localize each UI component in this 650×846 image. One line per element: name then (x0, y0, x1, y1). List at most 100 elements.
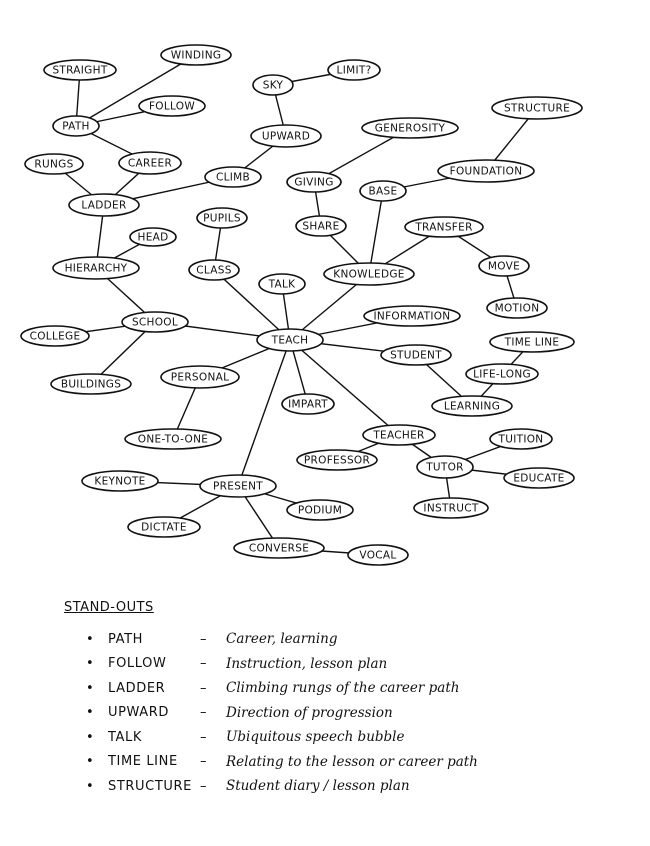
node-bubble (431, 395, 513, 417)
standout-term: STRUCTURE (108, 778, 192, 794)
node-label: GIVING (294, 177, 333, 189)
node-label: TIME LINE (504, 337, 560, 349)
node-bubble (129, 227, 177, 247)
standout-item-talk: • TALK – Ubiquitous speech bubble (86, 725, 624, 750)
node-giving: GIVING (286, 171, 342, 193)
node-bubble (81, 470, 159, 492)
standout-term: PATH (108, 631, 144, 647)
standouts-list: • PATH – Career, learning • FOLLOW – Ins… (64, 627, 624, 799)
node-label: SKY (263, 80, 284, 92)
node-label: TRANSFER (414, 222, 472, 234)
node-label: PATH (62, 121, 90, 133)
node-bubble (252, 74, 294, 96)
node-teacher: TEACHER (362, 424, 436, 446)
standout-term: TALK (108, 729, 142, 745)
connection-teach-present (237, 339, 291, 487)
standouts-title: STAND-OUTS (64, 600, 154, 615)
node-buildings: BUILDINGS (50, 373, 132, 395)
node-label: WINDING (171, 50, 222, 62)
node-label: TUITION (498, 434, 544, 446)
bullet-icon: • (86, 705, 94, 721)
node-bubble (127, 516, 201, 538)
node-bubble (380, 344, 452, 366)
node-label: HIERARCHY (65, 263, 128, 275)
dash: – (200, 729, 207, 745)
node-timeline: TIME LINE (489, 331, 575, 353)
node-instruct: INSTRUCT (413, 497, 489, 519)
node-label: TALK (268, 279, 297, 291)
standout-term: FOLLOW (108, 656, 167, 672)
node-bubble (24, 153, 84, 175)
node-bubble (413, 497, 489, 519)
node-transfer: TRANSFER (404, 216, 484, 238)
node-label: RUNGS (34, 159, 73, 171)
node-educate: EDUCATE (503, 467, 575, 489)
bullet-icon: • (86, 754, 94, 770)
node-label: BUILDINGS (61, 379, 121, 391)
node-present: PRESENT (199, 474, 277, 498)
node-bubble (295, 215, 347, 237)
node-head: HEAD (129, 227, 177, 247)
node-label: HEAD (138, 232, 169, 244)
node-label: CAREER (128, 158, 172, 170)
node-climb: CLIMB (204, 166, 262, 188)
node-label: STUDENT (390, 350, 442, 362)
node-bubble (50, 373, 132, 395)
node-bubble (52, 115, 100, 137)
node-label: SCHOOL (132, 317, 178, 329)
node-bubble (118, 151, 182, 175)
node-label: KEYNOTE (94, 476, 145, 488)
node-generosity: GENEROSITY (361, 117, 459, 139)
node-bubble (233, 537, 325, 559)
node-bubble (258, 273, 306, 295)
node-label: MOTION (495, 303, 540, 315)
standout-item-time-line: • TIME LINE – Relating to the lesson or … (86, 750, 624, 775)
node-upward: UPWARD (250, 124, 322, 148)
dash: – (200, 656, 207, 672)
node-bubble (362, 424, 436, 446)
node-label: PODIUM (298, 505, 342, 517)
node-limit: LIMIT? (327, 59, 381, 81)
node-bubble (465, 363, 539, 385)
node-label: TUTOR (425, 462, 464, 474)
node-bubble (489, 331, 575, 353)
standout-description: Instruction, lesson plan (226, 655, 388, 672)
node-bubble (286, 171, 342, 193)
node-label: PERSONAL (171, 372, 229, 384)
node-personal: PERSONAL (160, 365, 240, 389)
node-label: VOCAL (359, 550, 396, 562)
node-label: ONE-TO-ONE (138, 434, 208, 446)
node-career: CAREER (118, 151, 182, 175)
standout-description: Direction of progression (226, 704, 393, 721)
node-label: PRESENT (213, 481, 263, 493)
standout-description: Student diary / lesson plan (226, 778, 410, 795)
node-bubble (437, 159, 535, 183)
node-move: MOVE (478, 255, 530, 277)
node-label: MOVE (488, 261, 520, 273)
node-label: LIMIT? (337, 65, 372, 77)
bullet-icon: • (86, 631, 94, 647)
connection-teach-teacher (289, 339, 400, 436)
node-label: FOLLOW (149, 101, 195, 113)
node-talk: TALK (258, 273, 306, 295)
standout-description: Career, learning (226, 631, 338, 648)
node-ladder: LADDER (68, 193, 140, 217)
standout-item-follow: • FOLLOW – Instruction, lesson plan (86, 652, 624, 677)
node-bubble (138, 95, 206, 117)
node-professor: PROFESSOR (296, 449, 378, 471)
node-label: STRUCTURE (504, 103, 570, 115)
node-bubble (256, 328, 324, 352)
bullet-icon: • (86, 680, 94, 696)
node-keynote: KEYNOTE (81, 470, 159, 492)
node-dictate: DICTATE (127, 516, 201, 538)
node-label: CLIMB (216, 172, 250, 184)
node-follow: FOLLOW (138, 95, 206, 117)
mind-map-nodes: TEACHTALKCLASSPUPILSSCHOOLCOLLEGEBUILDIN… (20, 44, 583, 566)
node-learning: LEARNING (431, 395, 513, 417)
standout-description: Ubiquitous speech bubble (226, 729, 405, 746)
node-label: INSTRUCT (423, 503, 478, 515)
node-bubble (52, 256, 140, 280)
bullet-icon: • (86, 729, 94, 745)
node-bubble (404, 216, 484, 238)
node-path: PATH (52, 115, 100, 137)
